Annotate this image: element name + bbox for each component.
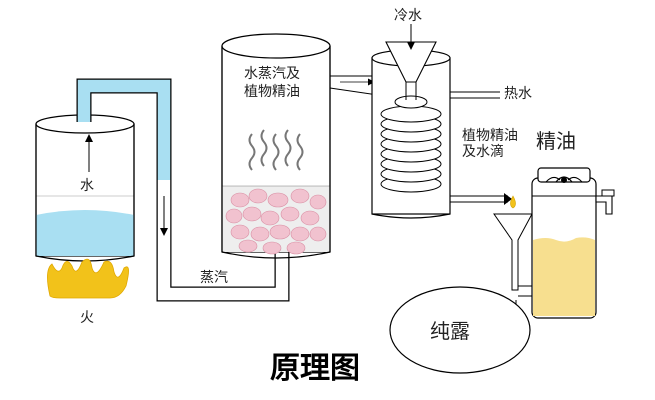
label-steam: 蒸汽 — [200, 270, 228, 286]
steam-pipe — [76, 78, 290, 302]
label-cold-water: 冷水 — [394, 8, 422, 24]
label-plant-essential-oil-vessel: 植物精油 — [244, 84, 300, 100]
label-water: 水 — [80, 178, 94, 194]
label-plant-essential-oil-condensed: 植物精油 — [462, 128, 518, 144]
flame-icon — [47, 258, 129, 299]
cooling-coil — [380, 95, 442, 193]
label-and-water-drops: 及水滴 — [462, 144, 504, 160]
drop-icon — [510, 195, 516, 209]
hydrosol-container — [389, 286, 531, 374]
tap-icon — [595, 195, 613, 215]
steam-squiggles — [248, 129, 304, 171]
label-hydrosol: 纯露 — [430, 319, 470, 343]
label-fire: 火 — [80, 310, 94, 326]
label-hot-water: 热水 — [504, 86, 532, 102]
diagram-title: 原理图 — [270, 351, 360, 386]
label-water-vapor-and: 水蒸汽及 — [244, 66, 300, 82]
flower-petals — [225, 188, 327, 255]
distillation-vessel — [221, 33, 331, 259]
water-vessel — [35, 114, 135, 262]
oil-collector — [531, 167, 615, 319]
label-essential-oil: 精油 — [536, 129, 576, 153]
condenser — [371, 24, 512, 219]
